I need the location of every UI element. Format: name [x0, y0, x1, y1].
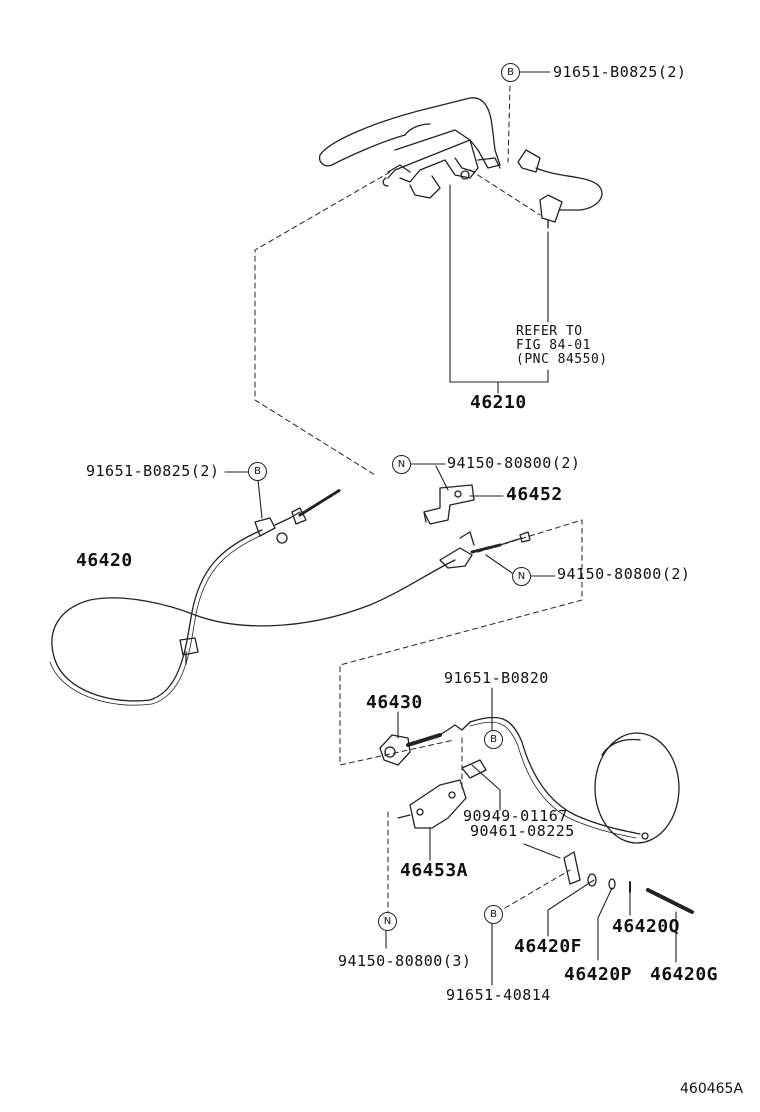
bolt-marker: B — [484, 730, 503, 749]
label-front-cable: 46420 — [76, 550, 133, 571]
refer-note-line2: FIG 84-01 — [516, 338, 591, 353]
label-lower-nut: 94150-80800(3) — [338, 952, 472, 970]
label-lower-bracket: 46453A — [400, 860, 469, 881]
label-part-f: 46420F — [514, 936, 583, 957]
label-part-p: 46420P — [564, 964, 633, 985]
label-mid-nut: 94150-80800(2) — [557, 565, 691, 583]
label-clip-2: 90461-08225 — [470, 822, 575, 840]
bolt-marker: B — [484, 905, 503, 924]
front-cable — [49, 488, 456, 706]
label-lower-bolt: 91651-40814 — [446, 986, 551, 1004]
label-top-bolt: 91651-B0825(2) — [553, 63, 687, 81]
bolt-marker: B — [248, 462, 267, 481]
leader-lines — [224, 71, 677, 986]
nut-marker: N — [378, 912, 397, 931]
refer-note-line1: REFER TO — [516, 324, 583, 339]
cable-joint — [439, 531, 531, 569]
bolt-marker: B — [501, 63, 520, 82]
dashed-guide-lines — [254, 85, 583, 916]
label-bracket: 46452 — [506, 484, 563, 505]
nut-marker: N — [392, 455, 411, 474]
label-part-g: 46420G — [650, 964, 719, 985]
rear-cable — [379, 716, 680, 844]
bracket-46452 — [423, 484, 475, 525]
label-part-q: 46420Q — [612, 916, 681, 937]
label-clip: 90949-01167 — [463, 807, 568, 825]
small-parts — [563, 851, 694, 914]
label-equalizer: 46430 — [366, 692, 423, 713]
lever-assembly — [318, 97, 603, 229]
label-lever-assembly: 46210 — [470, 392, 527, 413]
bracket-46453A — [397, 759, 487, 829]
refer-note-line3: (PNC 84550) — [516, 352, 608, 367]
label-bracket-nut: 94150-80800(2) — [447, 454, 581, 472]
label-rear-bolt: 91651-B0820 — [444, 669, 549, 687]
label-left-bolt: 91651-B0825(2) — [86, 462, 220, 480]
figure-id: 460465A — [680, 1081, 744, 1097]
nut-marker: N — [512, 567, 531, 586]
